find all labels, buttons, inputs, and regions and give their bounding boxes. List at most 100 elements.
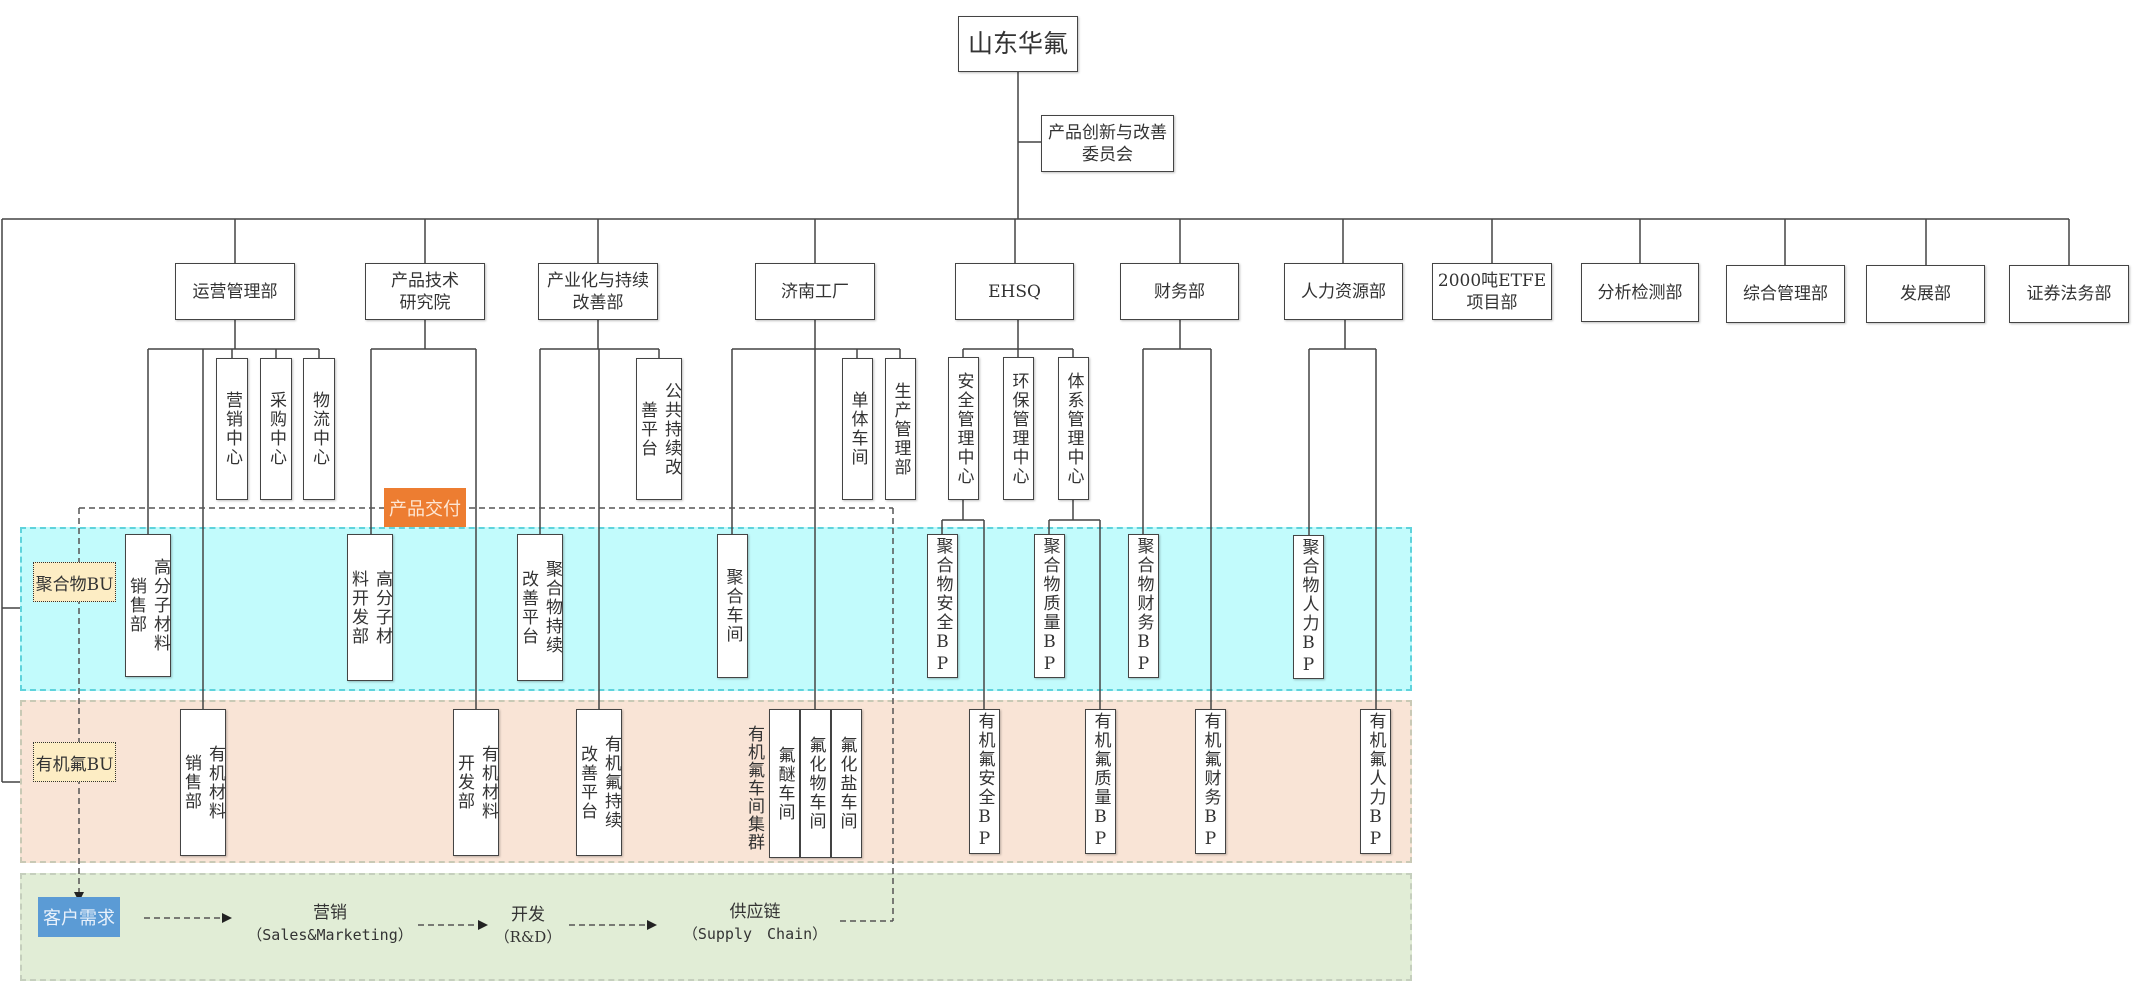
dept-jinan-box[interactable]: 济南工厂 — [755, 263, 875, 320]
flow-step-rd-zh: 开发 — [511, 905, 545, 925]
dept-jinan-label: 济南工厂 — [781, 281, 849, 302]
sub-logistics-center-label: 物流中心 — [309, 391, 329, 467]
sub-system-center[interactable]: 体系管理中心 — [1058, 357, 1089, 500]
dept-general-box[interactable]: 综合管理部 — [1726, 265, 1845, 323]
dept-etfe-line-2: 项目部 — [1466, 292, 1518, 313]
organic-hr-bp-label: 有机氟人力BP — [1365, 712, 1386, 851]
committee-box[interactable]: 产品创新与改善 委员会 — [1041, 115, 1174, 172]
dept-tech-line-1: 产品技术 — [391, 270, 459, 291]
polymer-bu-label-text: 聚合物BU — [35, 574, 114, 595]
organic-bu-label-text: 有机氟BU — [35, 754, 114, 775]
organic-finance-bp[interactable]: 有机氟财务BP — [1195, 709, 1226, 854]
dept-general-label: 综合管理部 — [1743, 284, 1828, 304]
committee-line-1: 产品创新与改善 — [1048, 122, 1167, 143]
organic-safety-bp[interactable]: 有机氟安全BP — [969, 709, 1000, 854]
sub-safety-center[interactable]: 安全管理中心 — [948, 357, 979, 500]
polymer-hr-bp[interactable]: 聚合物人力BP — [1293, 535, 1324, 679]
polymer-finance-bp-label: 聚合物财务BP — [1133, 536, 1154, 676]
dept-finance-label: 财务部 — [1154, 281, 1205, 302]
dept-tech-line-2: 研究院 — [399, 292, 451, 313]
dept-ind-line-2: 改善部 — [572, 292, 624, 313]
dept-hr-box[interactable]: 人力资源部 — [1284, 263, 1403, 320]
dept-etfe-line-1: 2000吨ETFE — [1437, 270, 1547, 291]
dept-finance-box[interactable]: 财务部 — [1120, 263, 1239, 320]
product-delivery-label: 产品交付 — [389, 498, 461, 520]
organic-improvement-platform-label: 有机氟持续改善平台 — [577, 735, 621, 830]
sub-system-center-label: 体系管理中心 — [1063, 371, 1084, 486]
organic-improvement-platform[interactable]: 有机氟持续改善平台 — [576, 709, 622, 856]
dept-legal-label: 证券法务部 — [2026, 284, 2112, 304]
organic-hr-bp[interactable]: 有机氟人力BP — [1360, 709, 1391, 854]
customer-demand-label: 客户需求 — [43, 908, 115, 929]
polymer-sales-dept-label: 高分子材料销售部 — [126, 558, 170, 653]
organic-bu-label[interactable]: 有机氟BU — [33, 742, 116, 782]
sub-monomer-workshop[interactable]: 单体车间 — [842, 358, 873, 500]
dept-legal-box[interactable]: 证券法务部 — [2009, 265, 2129, 323]
dept-ehsq-box[interactable]: EHSQ — [955, 263, 1074, 320]
flow-step-marketing-en: （Sales&Marketing） — [247, 926, 413, 944]
organic-dev-dept-label: 有机材料开发部 — [454, 744, 498, 821]
organic-dev-dept[interactable]: 有机材料开发部 — [453, 709, 499, 856]
polymer-bu-band — [20, 527, 1412, 691]
fluoroether-workshop[interactable]: 氟醚车间 — [769, 709, 800, 858]
organic-finance-bp-label: 有机氟财务BP — [1200, 712, 1221, 851]
sub-public-improvement-platform[interactable]: 公共持续改善平台 — [636, 358, 682, 500]
polymer-improvement-platform[interactable]: 聚合物持续改善平台 — [517, 534, 563, 681]
flow-step-rd: 开发 （R&D） — [493, 904, 563, 948]
dept-ehsq-label: EHSQ — [988, 281, 1041, 302]
sub-monomer-workshop-label: 单体车间 — [847, 391, 868, 467]
sub-procurement-center-label: 采购中心 — [266, 391, 286, 467]
dept-ind-line-1: 产业化与持续 — [547, 270, 649, 291]
sub-marketing-center-label: 营销中心 — [222, 391, 242, 467]
flow-step-marketing-zh: 营销 — [313, 903, 347, 923]
flow-step-rd-en: （R&D） — [494, 928, 562, 946]
polymer-hr-bp-label: 聚合物人力BP — [1298, 537, 1319, 677]
fluoride-workshop[interactable]: 氟化物车间 — [800, 709, 831, 858]
polymerization-workshop[interactable]: 聚合车间 — [717, 534, 748, 678]
dept-analysis-label: 分析检测部 — [1597, 282, 1683, 303]
fluoride-salt-workshop[interactable]: 氟化盐车间 — [831, 709, 862, 858]
sub-production-management-label: 生产管理部 — [890, 381, 911, 477]
product-delivery-tag: 产品交付 — [384, 488, 466, 527]
sub-logistics-center[interactable]: 物流中心 — [303, 358, 335, 500]
dept-ops-label: 运营管理部 — [192, 281, 278, 302]
sub-procurement-center[interactable]: 采购中心 — [260, 358, 292, 500]
flow-step-marketing: 营销 （Sales&Marketing） — [240, 902, 420, 946]
polymer-safety-bp[interactable]: 聚合物安全BP — [927, 534, 958, 678]
polymer-bu-label[interactable]: 聚合物BU — [33, 562, 116, 602]
sub-production-management[interactable]: 生产管理部 — [885, 358, 916, 500]
sub-environmental-center[interactable]: 环保管理中心 — [1003, 357, 1034, 500]
polymer-dev-dept[interactable]: 高分子材料开发部 — [347, 534, 393, 681]
value-chain-band — [20, 873, 1412, 981]
dept-ops-box[interactable]: 运营管理部 — [175, 263, 295, 320]
dept-development-label: 发展部 — [1900, 284, 1951, 304]
dept-development-box[interactable]: 发展部 — [1866, 265, 1985, 323]
organic-workshop-cluster-label: 有机氟车间集群 — [744, 725, 764, 851]
sub-environmental-center-label: 环保管理中心 — [1008, 371, 1029, 486]
root-company-title: 山东华氟 — [967, 29, 1068, 58]
fluoride-workshop-label: 氟化物车间 — [805, 736, 826, 831]
dept-analysis-box[interactable]: 分析检测部 — [1581, 263, 1699, 322]
sub-public-improvement-platform-label: 公共持续改善平台 — [637, 381, 681, 477]
polymerization-workshop-label: 聚合车间 — [722, 568, 743, 644]
fluoroether-workshop-label: 氟醚车间 — [774, 745, 795, 822]
polymer-improvement-platform-label: 聚合物持续改善平台 — [518, 560, 562, 655]
polymer-dev-dept-label: 高分子材料开发部 — [348, 569, 392, 646]
dept-tech-box[interactable]: 产品技术研究院 — [365, 263, 485, 320]
polymer-finance-bp[interactable]: 聚合物财务BP — [1128, 534, 1159, 678]
flow-step-supply-chain-en: （Supply Chain） — [682, 925, 828, 943]
fluoride-salt-workshop-label: 氟化盐车间 — [836, 736, 857, 831]
dept-ind-box[interactable]: 产业化与持续改善部 — [538, 263, 658, 320]
root-company-box[interactable]: 山东华氟 — [958, 16, 1078, 72]
customer-demand-box[interactable]: 客户需求 — [38, 897, 120, 937]
sub-marketing-center[interactable]: 营销中心 — [216, 358, 248, 500]
organic-sales-dept-label: 有机材料销售部 — [181, 744, 225, 821]
polymer-quality-bp-label: 聚合物质量BP — [1039, 536, 1060, 676]
sub-safety-center-label: 安全管理中心 — [953, 371, 974, 486]
polymer-quality-bp[interactable]: 聚合物质量BP — [1034, 534, 1065, 678]
polymer-sales-dept[interactable]: 高分子材料销售部 — [125, 534, 171, 677]
organic-quality-bp[interactable]: 有机氟质量BP — [1085, 709, 1116, 854]
organic-sales-dept[interactable]: 有机材料销售部 — [180, 709, 226, 856]
organic-quality-bp-label: 有机氟质量BP — [1090, 712, 1111, 851]
